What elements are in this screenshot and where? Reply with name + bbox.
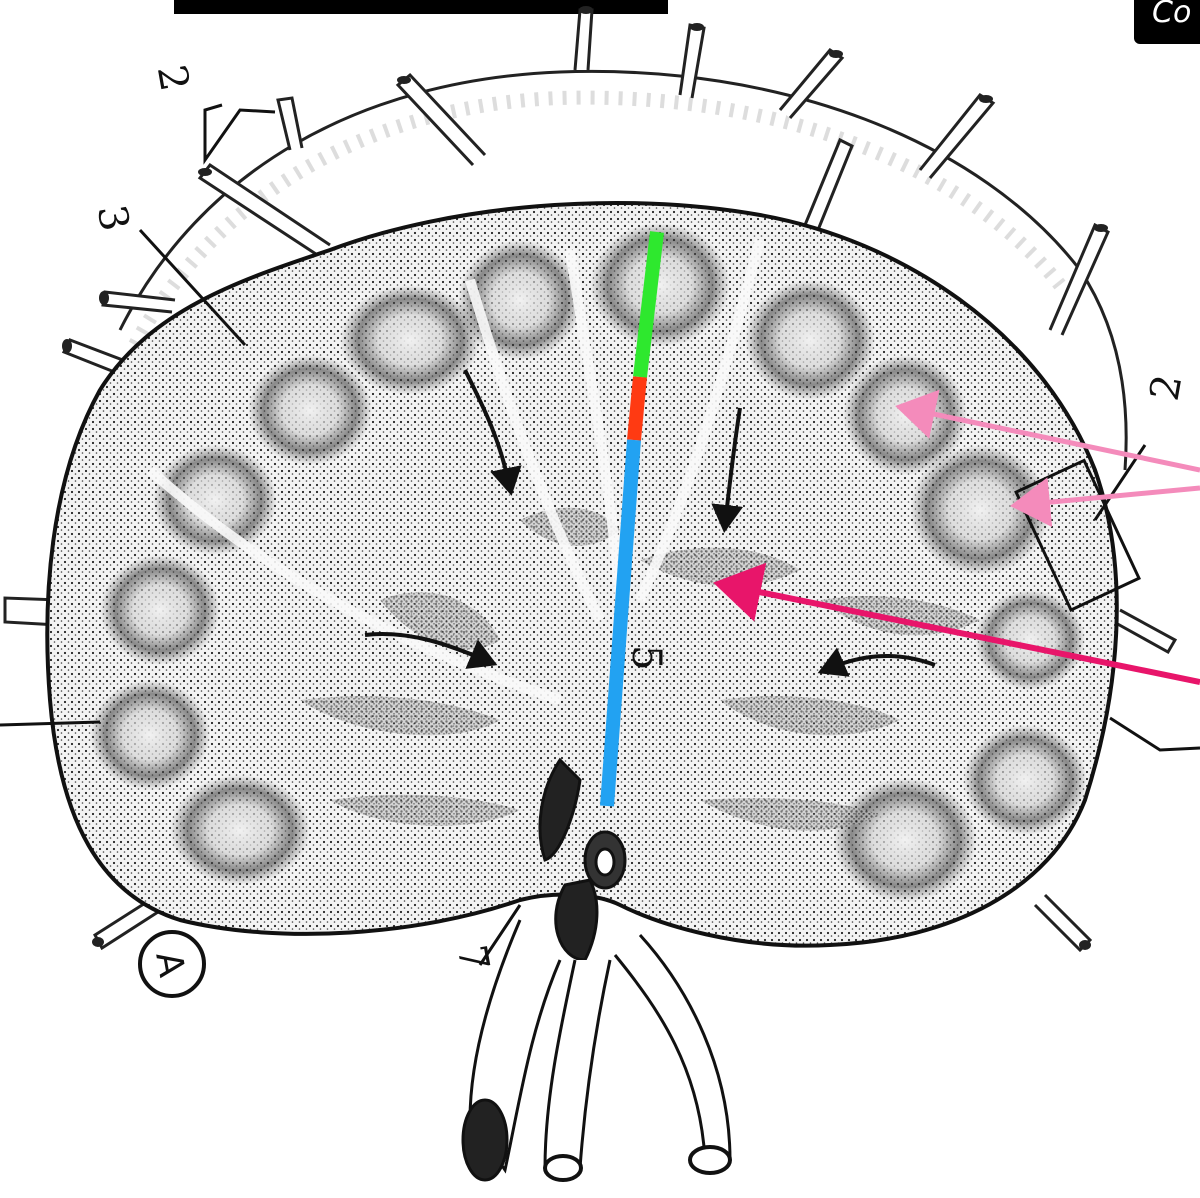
label-5: 5: [623, 645, 669, 670]
circled-a-label: A: [140, 932, 204, 996]
label-3: 3: [88, 202, 138, 235]
label-2-top: 2: [148, 62, 198, 95]
label-7: 7: [448, 942, 498, 975]
marker-red: [634, 377, 640, 440]
label-2-right: 2: [1142, 371, 1192, 404]
